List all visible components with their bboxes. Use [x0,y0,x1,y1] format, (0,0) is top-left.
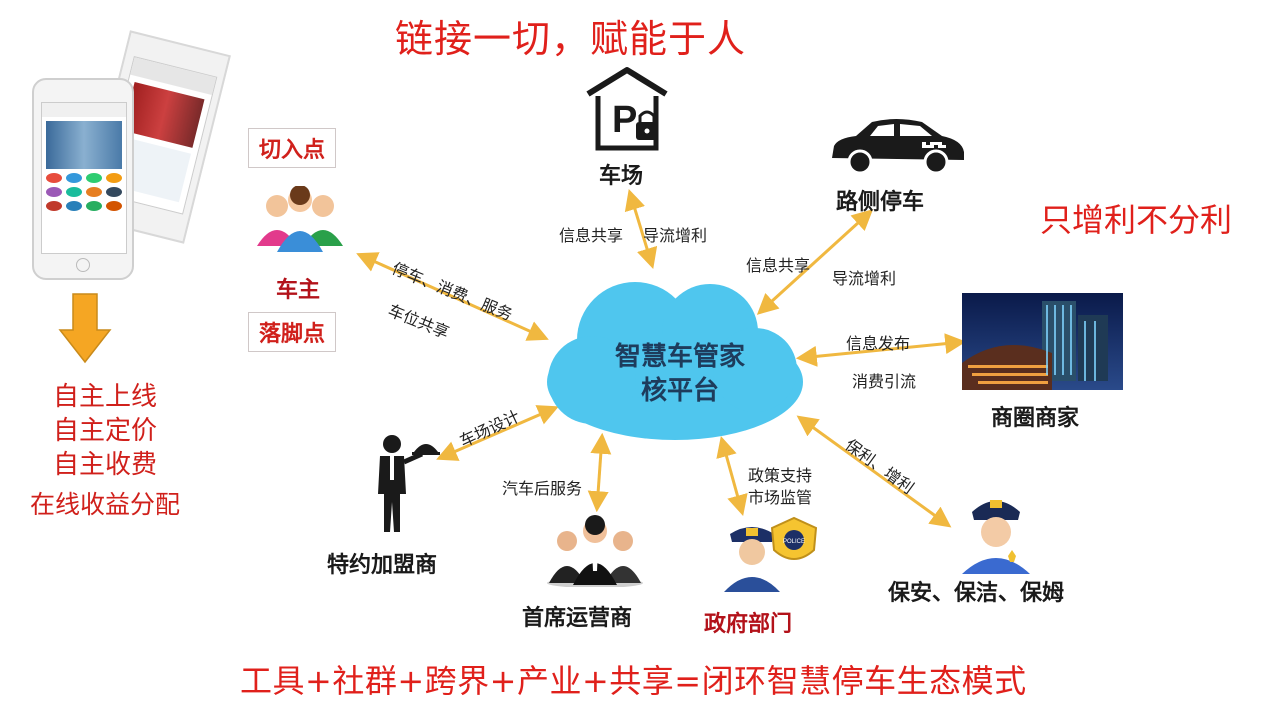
entry-point-label: 切入点 [248,128,337,168]
edge-label: 信息发布 [846,334,911,353]
platform-name-line1: 智慧车管家 [614,342,745,372]
phone-front-image [32,78,134,280]
platform-name-line2: 核平台 [640,376,719,406]
edge-label: 消费引流 [852,372,917,391]
feature-item: 在线收益分配 [29,490,180,519]
profit-slogan: 只增利不分利 [1040,201,1233,239]
roadside-parking-label: 路侧停车 [836,190,925,215]
parking-lot-label: 车场 [599,164,644,189]
feature-item: 自主定价 [52,416,157,446]
feature-item: 自主上线 [52,382,157,412]
landing-point-label: 落脚点 [248,312,337,352]
edge-label: 信息共享 [559,226,624,245]
arrow-franchise [436,405,559,461]
edge-label: 导流增利 [643,226,708,245]
security-label: 保安、保洁、保姆 [888,581,1065,606]
franchise-label: 特约加盟商 [327,553,438,578]
arrow-roadside [756,209,874,315]
arrow-operator [587,432,612,513]
arrow-owner [356,252,549,341]
parking-lot-icon: P [586,67,668,151]
operator-label: 首席运营商 [522,606,633,631]
edge-label: 信息共享 [746,256,811,275]
police-icon: POLICE [724,516,818,592]
government-label: 政府部门 [704,612,793,637]
edge-label: 市场监管 [748,488,813,507]
arrow-government [716,435,748,517]
arrow-security [796,415,952,528]
feature-item: 自主收费 [52,450,157,480]
left-feature-list: 自主上线 自主定价 自主收费 在线收益分配 [20,380,190,522]
car-owners-icon [257,186,343,252]
police-badge-text: POLICE [783,539,805,545]
platform-name: 智慧车管家 核平台 [590,340,770,408]
down-arrow-icon [58,293,112,364]
security-guard-icon [962,500,1030,574]
car-owner-label: 车主 [276,278,321,303]
business-team-icon [547,515,643,587]
waiter-icon [378,435,440,532]
svg-text:P: P [612,99,637,141]
arrow-business [795,333,967,367]
edge-label: 汽车后服务 [502,479,583,498]
business-district-label: 商圈商家 [991,406,1080,431]
edge-label: 导流增利 [832,269,897,288]
roadside-car-icon [832,119,964,175]
main-title: 链接一切，赋能于人 [395,17,747,61]
business-district-image [962,293,1123,390]
cloud-platform [547,282,803,440]
edge-label: 政策支持 [748,466,813,485]
arrow-parking-lot [624,188,658,270]
ecosystem-formula: 工具+社群+跨界+产业+共享=闭环智慧停车生态模式 [240,662,1027,700]
